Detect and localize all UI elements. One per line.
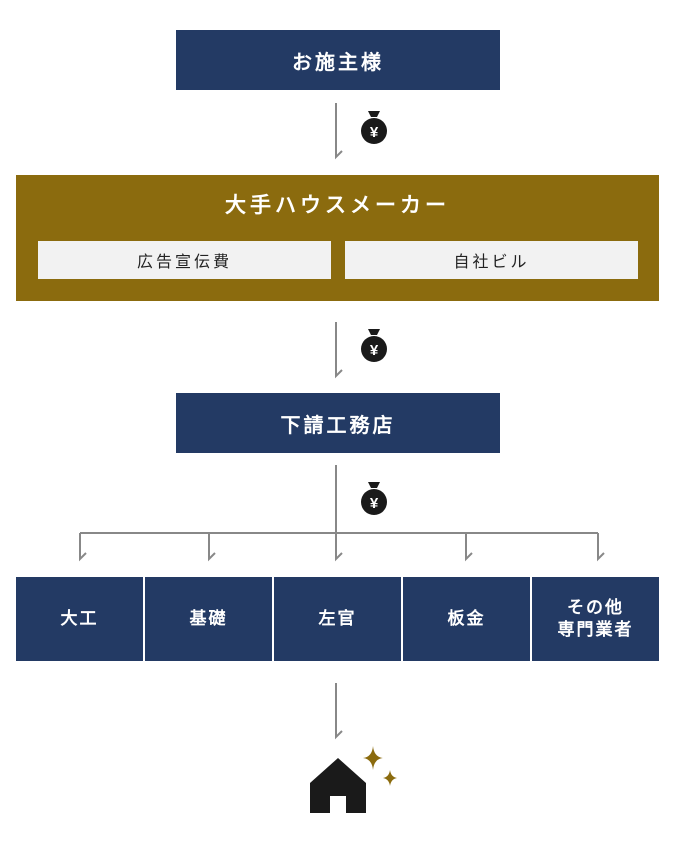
money-bag-icon: ¥ bbox=[361, 329, 387, 362]
sparkle-icon bbox=[363, 746, 383, 770]
trade-carpenter: 大工 bbox=[16, 577, 143, 661]
trade-label-group: その他 専門業者 bbox=[558, 597, 634, 641]
house-maker-title: 大手ハウスメーカー bbox=[225, 192, 450, 217]
company-building-label: 自社ビル bbox=[453, 252, 530, 271]
trade-label: 板金 bbox=[447, 608, 486, 629]
svg-text:¥: ¥ bbox=[370, 124, 379, 141]
trade-label: 大工 bbox=[60, 608, 99, 629]
trade-other-specialists: その他 専門業者 bbox=[532, 577, 659, 661]
trade-foundation: 基礎 bbox=[145, 577, 272, 661]
client-box: お施主様 bbox=[176, 30, 500, 90]
trade-label: 基礎 bbox=[189, 608, 228, 629]
subcontractor-label: 下請工務店 bbox=[280, 412, 396, 437]
advertising-cost-label: 広告宣伝費 bbox=[136, 252, 232, 271]
sparkle-icon bbox=[383, 770, 397, 786]
house-icon bbox=[310, 758, 366, 813]
company-building-item: 自社ビル bbox=[345, 241, 638, 279]
house-maker-box: 大手ハウスメーカー 広告宣伝費 自社ビル bbox=[16, 175, 659, 301]
advertising-cost-item: 広告宣伝費 bbox=[38, 241, 331, 279]
svg-text:¥: ¥ bbox=[370, 342, 379, 359]
trade-label-line-2: 専門業者 bbox=[557, 620, 634, 640]
flow-arrow-maker-to-subcontractor bbox=[335, 322, 343, 379]
subcontractor-box: 下請工務店 bbox=[176, 393, 500, 453]
trade-label-line-1: その他 bbox=[567, 597, 624, 618]
trade-label: 左官 bbox=[318, 608, 357, 629]
money-bag-icon: ¥ bbox=[361, 482, 387, 515]
trade-sheet-metal: 板金 bbox=[403, 577, 530, 661]
svg-text:¥: ¥ bbox=[370, 495, 379, 512]
client-label: お施主様 bbox=[292, 49, 384, 74]
flow-arrow-client-to-maker bbox=[335, 103, 343, 160]
trade-plasterer: 左官 bbox=[274, 577, 401, 661]
flow-tree-to-trades bbox=[79, 465, 605, 562]
money-bag-icon: ¥ bbox=[361, 111, 387, 144]
flow-arrow-trades-to-house bbox=[335, 683, 343, 740]
